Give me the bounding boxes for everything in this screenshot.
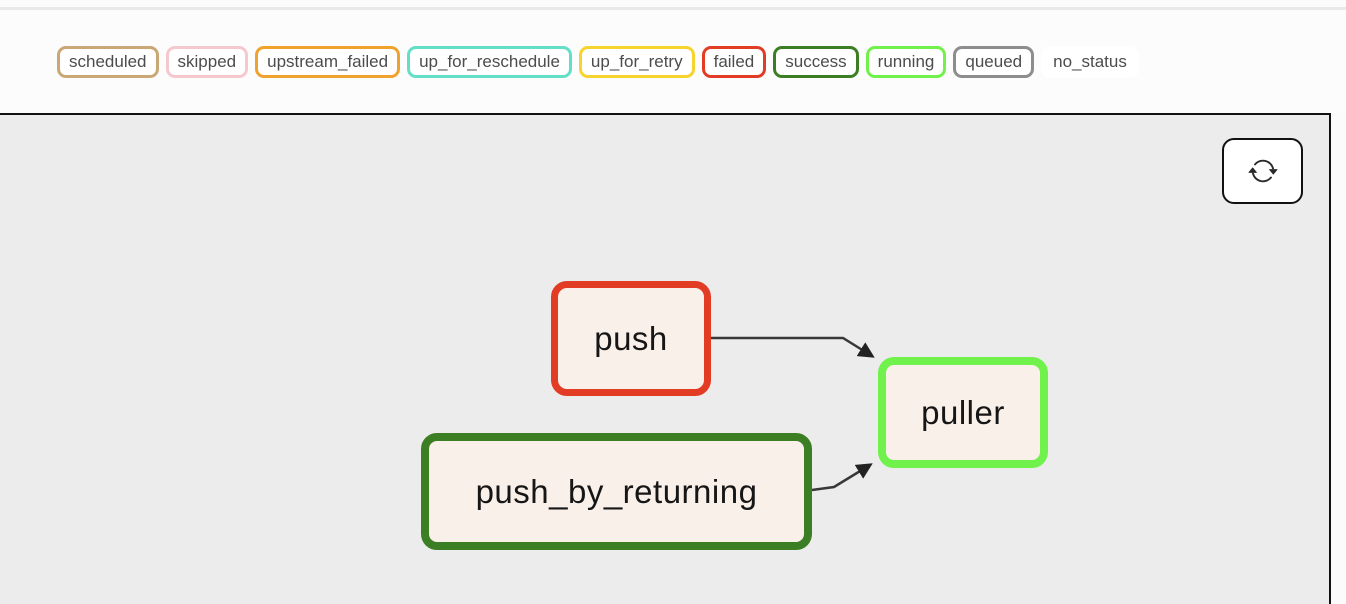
dag-graph-panel: push push_by_returning puller — [0, 113, 1331, 604]
edge-push-to-puller — [711, 336, 875, 358]
refresh-button[interactable] — [1222, 138, 1303, 204]
task-state-legend: scheduled skipped upstream_failed up_for… — [0, 10, 1346, 113]
legend-badge-up-for-retry: up_for_retry — [578, 45, 695, 78]
legend-badge-success: success — [773, 45, 859, 78]
legend-badge-running: running — [865, 45, 947, 78]
top-divider — [0, 7, 1346, 10]
task-node-push-label: push — [594, 319, 668, 357]
legend-badge-up-for-reschedule: up_for_reschedule — [407, 45, 572, 78]
edge-push-by-returning-to-puller — [811, 463, 873, 492]
legend-badge-skipped: skipped — [165, 45, 249, 78]
legend-items: scheduled skipped upstream_failed up_for… — [57, 45, 1139, 78]
task-node-push-by-returning[interactable]: push_by_returning — [421, 433, 812, 550]
task-node-puller-label: puller — [921, 393, 1005, 431]
legend-badge-no-status: no_status — [1041, 45, 1139, 78]
legend-badge-scheduled: scheduled — [57, 45, 159, 78]
task-node-puller[interactable]: puller — [878, 357, 1048, 468]
task-node-push-by-returning-label: push_by_returning — [475, 472, 758, 510]
refresh-icon — [1248, 159, 1277, 183]
legend-badge-queued: queued — [953, 45, 1035, 78]
legend-badge-upstream-failed: upstream_failed — [255, 45, 401, 78]
task-node-push[interactable]: push — [551, 281, 711, 396]
legend-badge-failed: failed — [701, 45, 767, 78]
